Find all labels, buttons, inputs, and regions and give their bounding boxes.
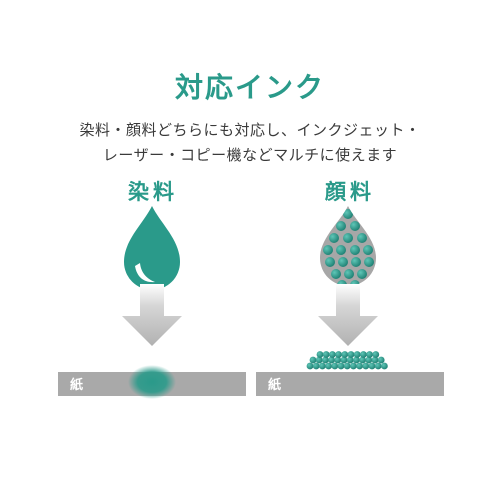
pigment-arrow-icon <box>318 284 378 346</box>
pigment-particle <box>322 351 330 358</box>
pigment-particle <box>325 257 335 267</box>
pigment-particle <box>309 356 317 364</box>
pigment-particle <box>331 362 339 370</box>
pigment-particle <box>341 351 349 358</box>
pigment-particle <box>316 351 324 358</box>
pigment-particle <box>350 245 360 255</box>
pigment-particle <box>323 245 333 255</box>
dye-label: 染料 <box>128 180 178 204</box>
description: 染料・顔料どちらにも対応し、インクジェット・ レーザー・コピー機などマルチに使え… <box>0 118 500 168</box>
pigment-particle <box>337 362 345 370</box>
pigment-particle <box>350 362 357 370</box>
pigment-particle <box>336 245 346 255</box>
pigment-particle <box>336 221 346 231</box>
pigment-label: 顔料 <box>325 180 375 204</box>
pigment-particle <box>329 351 336 358</box>
pigment-particle <box>347 351 355 358</box>
pigment-particle <box>381 362 388 370</box>
pigment-particle <box>340 356 348 364</box>
pigment-particle <box>343 209 353 219</box>
description-line-2: レーザー・コピー機などマルチに使えます <box>102 146 398 164</box>
pigment-particle <box>363 245 373 255</box>
pigment-particles-on-paper <box>306 351 388 370</box>
pigment-particle <box>346 356 354 364</box>
pigment-particle <box>372 351 380 358</box>
pigment-particle <box>315 356 323 364</box>
pigment-particle <box>359 356 366 364</box>
pigment-particle <box>357 233 367 243</box>
description-line-1: 染料・顔料どちらにも対応し、インクジェット・ <box>79 121 421 139</box>
page-title: 対応インク <box>174 71 325 104</box>
pigment-particle <box>371 356 379 364</box>
pigment-particle <box>312 362 320 370</box>
pigment-particle <box>329 233 339 243</box>
dye-drop-icon <box>124 206 180 290</box>
pigment-particle <box>344 269 354 279</box>
pigment-particle <box>338 257 348 267</box>
pigment-particle <box>322 356 329 364</box>
pigment-particle <box>353 356 360 364</box>
pigment-paper-strip <box>256 372 444 396</box>
pigment-particle <box>366 351 373 358</box>
dye-paper-label: 紙 <box>70 378 84 393</box>
pigment-particle <box>350 221 360 231</box>
dye-absorption-stain <box>128 365 176 399</box>
pigment-particle <box>325 362 332 370</box>
pigment-particle <box>328 356 335 364</box>
pigment-particle <box>374 362 382 370</box>
pigment-particle <box>343 233 353 243</box>
pigment-particle <box>335 351 342 358</box>
pigment-particle <box>343 362 351 370</box>
pigment-particle <box>362 362 370 370</box>
pigment-particle <box>331 269 341 279</box>
pigment-drop-icon <box>320 206 376 286</box>
pigment-particle <box>368 362 376 370</box>
pigment-particle <box>365 356 373 364</box>
pigment-particle <box>364 257 374 267</box>
pigment-particle <box>377 356 385 364</box>
pigment-particle <box>357 269 367 279</box>
pigment-paper-label: 紙 <box>268 378 282 393</box>
pigment-particle <box>353 351 361 358</box>
pigment-particle <box>360 351 367 358</box>
pigment-particle <box>334 356 342 364</box>
pigment-particle <box>306 362 314 370</box>
dye-arrow-icon <box>122 284 182 346</box>
pigment-particle <box>356 362 363 370</box>
pigment-particle <box>319 362 326 370</box>
pigment-particle <box>351 257 361 267</box>
